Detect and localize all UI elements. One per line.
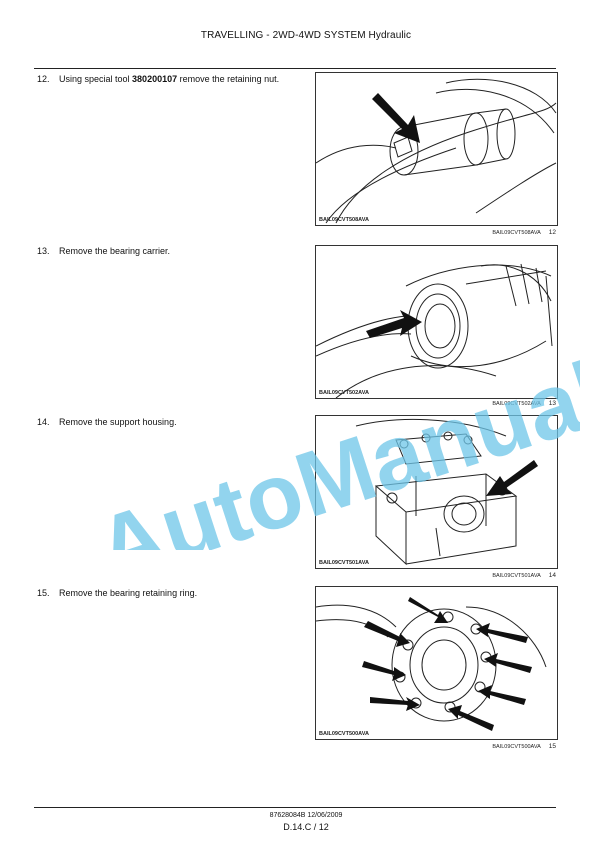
step-13: 13. Remove the bearing carrier. — [37, 245, 299, 257]
figure-12-image: BAIL09CVT508AVA — [315, 72, 558, 226]
step-number: 14. — [37, 417, 50, 427]
header-rule — [34, 68, 556, 69]
step-number: 13. — [37, 246, 50, 256]
step-14: 14. Remove the support housing. — [37, 416, 299, 428]
special-tool-number: 380200107 — [132, 74, 178, 84]
figure-code: BAIL09CVT502AVA — [492, 401, 541, 407]
step-12: 12. Using special tool 380200107 remove t… — [37, 73, 299, 85]
step-text: Using special tool 380200107 remove the … — [59, 73, 295, 85]
figure-inner-code: BAIL09CVT508AVA — [319, 217, 369, 223]
figure-14-image: BAIL09CVT501AVA — [315, 415, 558, 569]
step-number: 12. — [37, 74, 50, 84]
bearing-retaining-ring-illustration — [316, 597, 547, 731]
page-number: D.14.C / 12 — [283, 822, 329, 832]
step-text: Remove the bearing carrier. — [59, 246, 171, 256]
support-housing-illustration — [355, 418, 538, 566]
special-tool-on-nut-illustration — [316, 78, 557, 224]
step-text-post: remove the retaining nut. — [177, 74, 280, 84]
footer-rule — [34, 807, 556, 808]
document-reference: 87628084B 12/06/2009 — [269, 812, 343, 819]
figure-12-caption: BAIL09CVT508AVA 12 — [492, 229, 556, 236]
figure-number: 12 — [548, 229, 556, 236]
figure-13-caption: BAIL09CVT502AVA 13 — [492, 400, 556, 407]
figure-number: 13 — [548, 400, 556, 407]
figure-code: BAIL09CVT508AVA — [492, 230, 541, 236]
step-text: Remove the support housing. — [59, 417, 177, 427]
figure-code: BAIL09CVT500AVA — [492, 744, 541, 750]
figure-inner-code: BAIL09CVT501AVA — [319, 560, 369, 566]
step-15: 15. Remove the bearing retaining ring. — [37, 587, 299, 599]
figure-code: BAIL09CVT501AVA — [492, 573, 541, 579]
figure-14-caption: BAIL09CVT501AVA 14 — [492, 572, 556, 579]
figure-13-image: BAIL09CVT502AVA — [315, 245, 558, 399]
step-text: Remove the bearing retaining ring. — [59, 588, 198, 598]
figure-number: 15 — [548, 743, 556, 750]
figure-inner-code: BAIL09CVT502AVA — [319, 390, 369, 396]
figure-15-caption: BAIL09CVT500AVA 15 — [492, 743, 556, 750]
page-header: TRAVELLING - 2WD-4WD SYSTEM Hydraulic — [200, 30, 412, 41]
step-number: 15. — [37, 588, 50, 598]
step-text-pre: Using special tool — [59, 74, 133, 84]
bearing-carrier-illustration — [316, 263, 553, 398]
figure-number: 14 — [548, 572, 556, 579]
figure-inner-code: BAIL09CVT500AVA — [319, 731, 369, 737]
figure-15-image: BAIL09CVT500AVA — [315, 586, 558, 740]
